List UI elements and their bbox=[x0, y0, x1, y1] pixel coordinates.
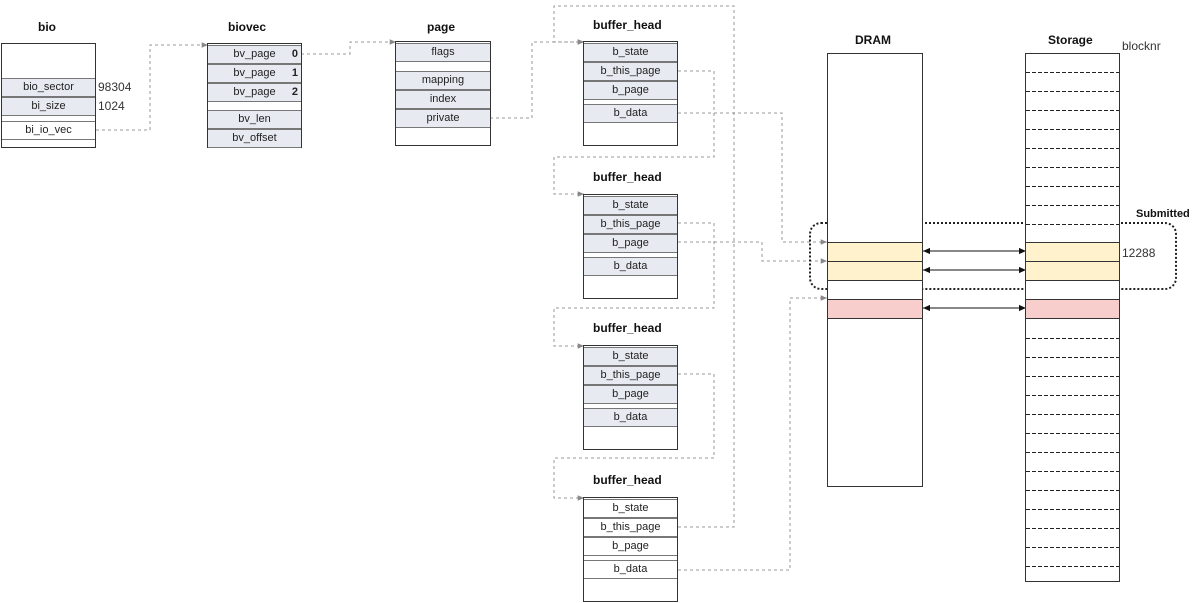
bh-field-b-state: b_state bbox=[584, 196, 677, 215]
dram-title: DRAM bbox=[855, 33, 891, 47]
bh-field-b-data: b_data bbox=[584, 560, 677, 579]
bio-struct: bio_sector bi_size bi_io_vec bbox=[1, 43, 96, 148]
page-field-mapping: mapping bbox=[396, 71, 490, 90]
bh-field-b-state: b_state bbox=[584, 43, 677, 62]
connector-bh3-to-bh4 bbox=[553, 373, 715, 501]
page-field-flags: flags bbox=[396, 43, 490, 62]
connector-bh2-to-bh3 bbox=[553, 222, 715, 349]
biovec-bv-page-1: bv_page 1 bbox=[208, 64, 301, 83]
bio-title: bio bbox=[38, 20, 56, 34]
bv-page-label: bv_page bbox=[233, 86, 276, 98]
connector-bio-to-biovec bbox=[96, 42, 208, 131]
page-field-private: private bbox=[396, 109, 490, 128]
bio-field-bi-io-vec: bi_io_vec bbox=[2, 121, 95, 140]
dram-column bbox=[827, 53, 923, 487]
bh-field-b-page: b_page bbox=[584, 537, 677, 556]
connector-bh4-data-to-dram bbox=[678, 295, 827, 571]
submitted-group bbox=[809, 222, 1177, 290]
submitted-label: Submitted bbox=[1136, 208, 1190, 220]
buffer-head-title: buffer_head bbox=[593, 473, 662, 487]
bh-field-b-data: b_data bbox=[584, 408, 677, 427]
biovec-struct: bv_page 0 bv_page 1 bv_page 2 bv_len bv_… bbox=[207, 43, 302, 148]
storage-column bbox=[1025, 53, 1120, 582]
storage-block-submitted bbox=[1025, 261, 1120, 281]
dram-block-submitted bbox=[827, 261, 923, 281]
storage-title: Storage bbox=[1048, 33, 1093, 47]
storage-block-lines bbox=[1026, 72, 1119, 567]
connector-bh1-to-bh2 bbox=[553, 70, 715, 197]
bv-page-label: bv_page bbox=[233, 48, 276, 60]
blocknr-label: blocknr bbox=[1122, 39, 1161, 53]
buffer-head-struct: b_state b_this_page b_page b_data bbox=[583, 497, 678, 602]
page-field-index: index bbox=[396, 90, 490, 109]
storage-block-other bbox=[1025, 299, 1120, 319]
buffer-head-title: buffer_head bbox=[593, 170, 662, 184]
buffer-head-struct: b_state b_this_page b_page b_data bbox=[583, 41, 678, 146]
biovec-bv-len: bv_len bbox=[208, 110, 301, 129]
bv-page-label: bv_page bbox=[233, 67, 276, 79]
buffer-head-struct: b_state b_this_page b_page b_data bbox=[583, 345, 678, 450]
bh-field-b-page: b_page bbox=[584, 81, 677, 100]
bio-field-bio-sector: bio_sector bbox=[2, 78, 95, 97]
block-number-value: 12288 bbox=[1122, 246, 1156, 260]
page-title: page bbox=[427, 20, 456, 34]
connector-biovec-to-page bbox=[301, 39, 396, 55]
bv-page-index: 1 bbox=[291, 67, 298, 79]
bio-sector-value: 98304 bbox=[98, 80, 132, 94]
connector-bh4-to-bh1 bbox=[553, 5, 735, 528]
bh-field-b-data: b_data bbox=[584, 257, 677, 276]
biovec-title: biovec bbox=[228, 20, 267, 34]
page-struct: flags mapping index private bbox=[395, 41, 491, 146]
bh-field-b-this-page: b_this_page bbox=[584, 518, 677, 537]
buffer-head-title: buffer_head bbox=[593, 18, 662, 32]
bv-page-index: 0 bbox=[291, 48, 298, 60]
connector-bh2-data-to-dram bbox=[678, 241, 827, 264]
bh-field-b-page: b_page bbox=[584, 385, 677, 404]
bv-page-index: 2 bbox=[291, 86, 298, 98]
dram-block-submitted bbox=[827, 242, 923, 262]
buffer-head-struct: b_state b_this_page b_page b_data bbox=[583, 194, 678, 299]
bh-field-b-page: b_page bbox=[584, 234, 677, 253]
bh-field-b-data: b_data bbox=[584, 104, 677, 123]
dram-block-other bbox=[827, 299, 923, 319]
biovec-bv-offset: bv_offset bbox=[208, 129, 301, 148]
storage-block-submitted bbox=[1025, 242, 1120, 262]
connector-bh1-data-to-dram bbox=[678, 112, 827, 245]
bh-field-b-state: b_state bbox=[584, 347, 677, 366]
bh-field-b-this-page: b_this_page bbox=[584, 62, 677, 81]
bh-field-b-this-page: b_this_page bbox=[584, 366, 677, 385]
buffer-head-title: buffer_head bbox=[593, 321, 662, 335]
biovec-bv-page-2: bv_page 2 bbox=[208, 83, 301, 102]
bh-field-b-this-page: b_this_page bbox=[584, 215, 677, 234]
connector-page-to-buffer-head bbox=[490, 39, 584, 119]
bh-field-b-state: b_state bbox=[584, 499, 677, 518]
bio-field-bi-size: bi_size bbox=[2, 97, 95, 116]
bi-size-value: 1024 bbox=[98, 99, 125, 113]
biovec-bv-page-0: bv_page 0 bbox=[208, 45, 301, 64]
